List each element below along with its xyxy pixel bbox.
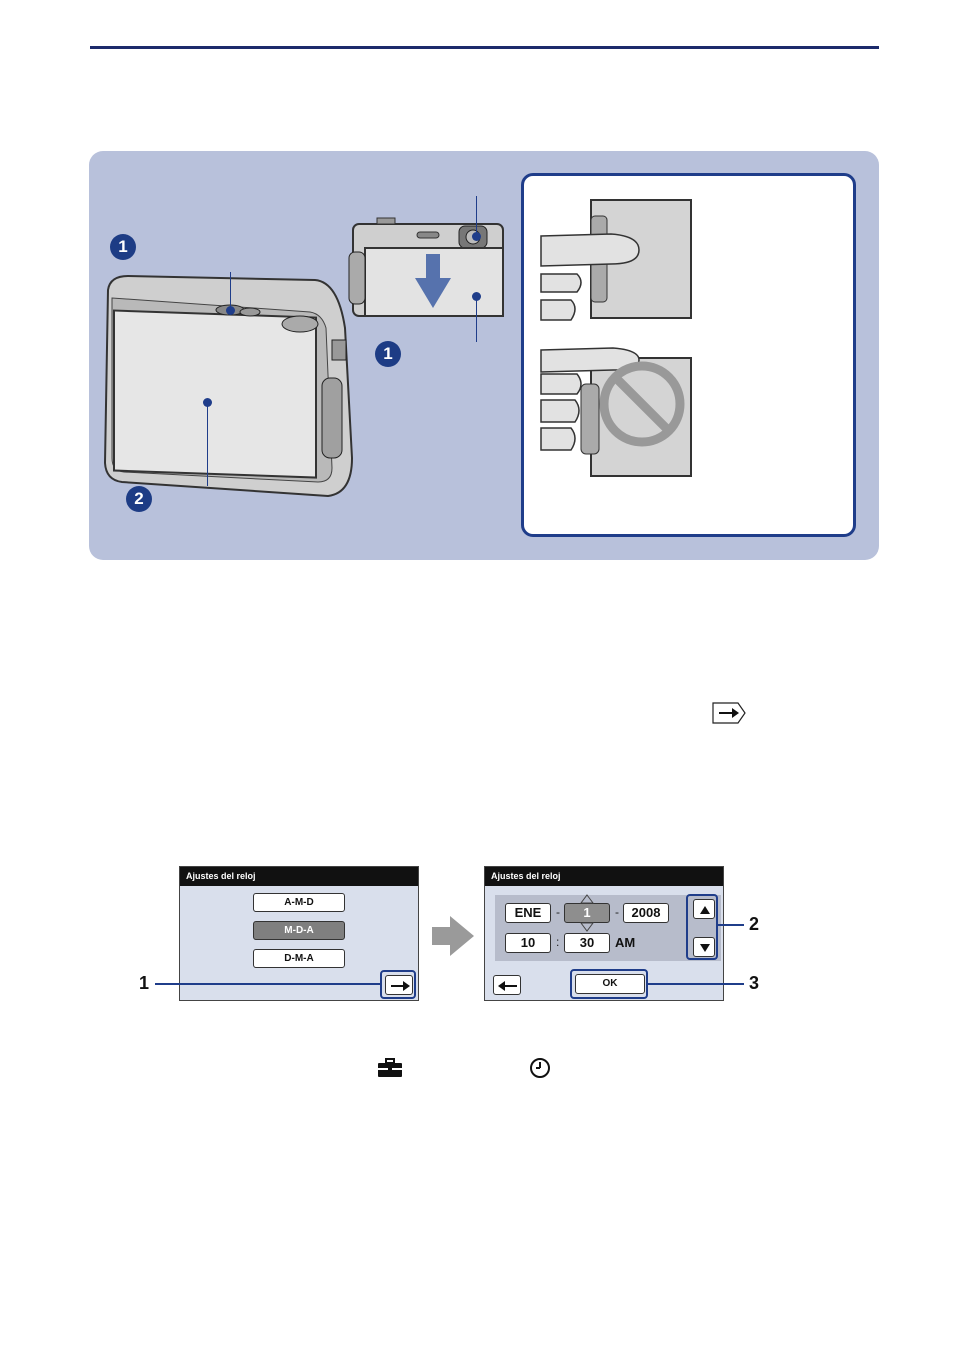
highlight-ok — [570, 969, 648, 999]
month-field[interactable]: ENE — [505, 903, 551, 923]
callout-number-3: 3 — [749, 973, 759, 994]
format-option-amd[interactable]: A-M-D — [253, 893, 345, 912]
header-rule — [90, 46, 879, 49]
step-marker-1: 1 — [110, 234, 136, 260]
leader-dot — [203, 398, 212, 407]
step-marker-2: 2 — [126, 486, 152, 512]
ampm-label[interactable]: AM — [615, 935, 635, 950]
highlight-next — [380, 970, 416, 999]
leader-dot — [472, 292, 481, 301]
callout-number-1: 1 — [139, 973, 149, 994]
leader-dot — [226, 306, 235, 315]
right-arrow-icon — [712, 702, 746, 724]
down-caret-icon — [581, 923, 593, 931]
left-arrow-icon — [497, 980, 519, 992]
step-marker-1-small: 1 — [375, 341, 401, 367]
date-separator: - — [556, 905, 560, 919]
screen-title: Ajustes del reloj — [485, 867, 723, 886]
clock-icon — [529, 1057, 551, 1079]
leader-dot — [472, 232, 481, 241]
date-separator: - — [615, 905, 619, 919]
up-caret-icon — [581, 895, 593, 903]
hour-field[interactable]: 10 — [505, 933, 551, 953]
toolbox-icon — [377, 1058, 403, 1078]
callout-number-2: 2 — [749, 914, 759, 935]
leader-line — [207, 400, 208, 486]
format-option-dma[interactable]: D-M-A — [253, 949, 345, 968]
callout-line-1 — [155, 983, 381, 985]
day-field[interactable]: 1 — [564, 903, 610, 923]
time-separator: : — [556, 935, 559, 949]
leader-line — [476, 196, 477, 236]
slide-down-arrow-icon — [415, 254, 451, 308]
back-button[interactable] — [493, 975, 521, 995]
callout-line-2 — [718, 924, 744, 926]
transition-arrow-icon — [432, 916, 474, 956]
correct-grip-illustration — [541, 196, 691, 326]
prohibited-icon — [598, 360, 686, 448]
minute-field[interactable]: 30 — [564, 933, 610, 953]
callout-line-3 — [648, 983, 744, 985]
year-field[interactable]: 2008 — [623, 903, 669, 923]
screen-title: Ajustes del reloj — [180, 867, 418, 886]
highlight-arrows — [686, 894, 718, 960]
format-option-mda[interactable]: M-D-A — [253, 921, 345, 940]
leader-line — [476, 296, 477, 342]
